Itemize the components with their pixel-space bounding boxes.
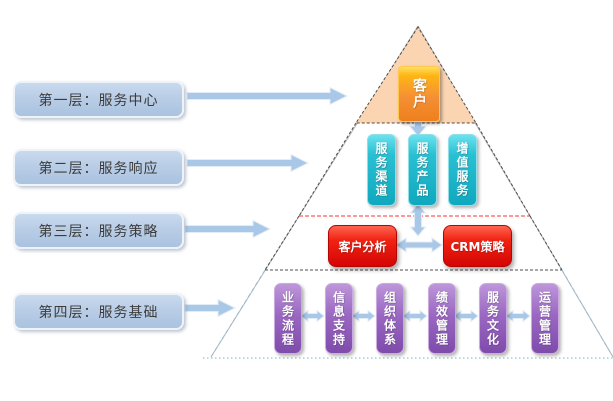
tier4-arrow-3-icon bbox=[402, 309, 428, 323]
tier4-box-5-label: 服务文化 bbox=[485, 290, 500, 347]
tier4-arrow-5-icon bbox=[505, 309, 531, 323]
tier2-box-service-channel: 服务渠道 bbox=[367, 134, 396, 206]
tier4-box-6-label: 运营管理 bbox=[537, 290, 552, 347]
layer-label-2-text: 第二层：服务响应 bbox=[38, 160, 159, 177]
layer-label-3: 第三层：服务策略 bbox=[13, 212, 184, 249]
tier4-arrow-2-icon bbox=[351, 309, 376, 323]
tier4-box-4-label: 绩效管理 bbox=[434, 290, 449, 347]
tier4-box-business-process: 业务流程 bbox=[274, 283, 302, 354]
tier2-box-service-product: 服务产品 bbox=[408, 134, 437, 206]
tier2-box-3-label: 增值服务 bbox=[455, 142, 469, 198]
tier4-box-3-label: 组织体系 bbox=[382, 290, 397, 347]
tier3-box-1-label: 客户分析 bbox=[338, 239, 387, 254]
tier2-box-2-label: 服务产品 bbox=[415, 142, 429, 198]
tier4-right-dashed bbox=[561, 269, 613, 358]
layer-label-4-text: 第四层：服务基础 bbox=[38, 304, 159, 321]
tier4-box-2-label: 信息支持 bbox=[331, 290, 346, 347]
layer1-arrow-icon bbox=[186, 86, 349, 106]
tier3-box-crm-strategy: CRM策略 bbox=[443, 225, 512, 267]
customer-box-label: 客户 bbox=[411, 78, 427, 110]
tier4-left-dashed bbox=[210, 269, 266, 358]
layer2-arrow-icon bbox=[186, 153, 310, 173]
tier4-arrow-4-icon bbox=[453, 309, 479, 323]
layer-label-4: 第四层：服务基础 bbox=[13, 293, 184, 330]
tier2-left-dashed bbox=[298, 122, 357, 217]
tier4-box-information-support: 信息支持 bbox=[325, 283, 353, 354]
tier4-box-operations-management: 运营管理 bbox=[531, 283, 559, 354]
customer-box: 客户 bbox=[398, 66, 440, 122]
tier3-box-customer-analysis: 客户分析 bbox=[328, 225, 397, 267]
tier3-left-dashed bbox=[264, 215, 300, 271]
layer-label-1: 第一层：服务中心 bbox=[13, 81, 184, 118]
tier4-arrow-1-icon bbox=[300, 309, 325, 323]
tier2-box-1-label: 服务渠道 bbox=[374, 142, 388, 198]
layer4-arrow-icon bbox=[184, 298, 237, 318]
layer3-arrow-icon bbox=[184, 219, 272, 239]
tier3-right-dashed bbox=[529, 215, 563, 271]
tier4-box-1-label: 业务流程 bbox=[280, 290, 295, 347]
tier4-box-performance-management: 绩效管理 bbox=[428, 283, 456, 354]
layer-label-1-text: 第一层：服务中心 bbox=[38, 92, 159, 109]
tier4-box-service-culture: 服务文化 bbox=[479, 283, 507, 354]
product-strategy-arrow-icon bbox=[409, 203, 427, 237]
tier2-box-value-added-service: 增值服务 bbox=[448, 134, 477, 206]
analysis-strategy-arrow-icon bbox=[395, 237, 443, 253]
layer-label-2: 第二层：服务响应 bbox=[13, 149, 184, 186]
tier2-right-dashed bbox=[475, 122, 531, 217]
tier3-box-2-label: CRM策略 bbox=[450, 239, 505, 254]
layer-label-3-text: 第三层：服务策略 bbox=[38, 223, 159, 240]
tier4-box-organization-system: 组织体系 bbox=[376, 283, 404, 354]
